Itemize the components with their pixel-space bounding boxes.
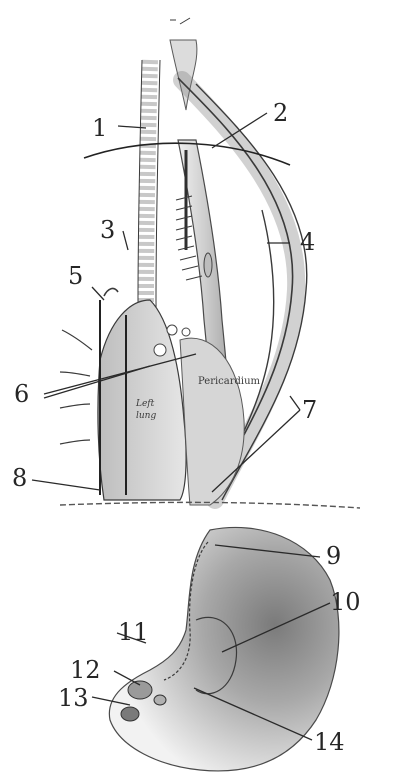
left-lung-label-line1: Left [135,399,155,409]
pericardium-label: Pericardium [198,376,261,387]
label-9: 9 [326,542,341,570]
label-14: 14 [314,728,345,756]
label-2: 2 [273,99,288,127]
label-1: 1 [92,114,107,142]
stomach [109,527,339,770]
label-8: 8 [12,464,27,492]
left-lung [98,289,186,500]
label-13: 13 [58,684,89,712]
label-10: 10 [330,588,361,616]
label-4: 4 [300,228,315,256]
label-3: 3 [100,216,115,244]
label-6: 6 [14,380,29,408]
label-12: 12 [70,656,101,684]
ribs [60,330,92,444]
label-5: 5 [68,262,83,290]
label-11: 11 [118,618,149,646]
label-7: 7 [302,396,317,424]
left-lung-label-line2: lung [136,411,156,421]
